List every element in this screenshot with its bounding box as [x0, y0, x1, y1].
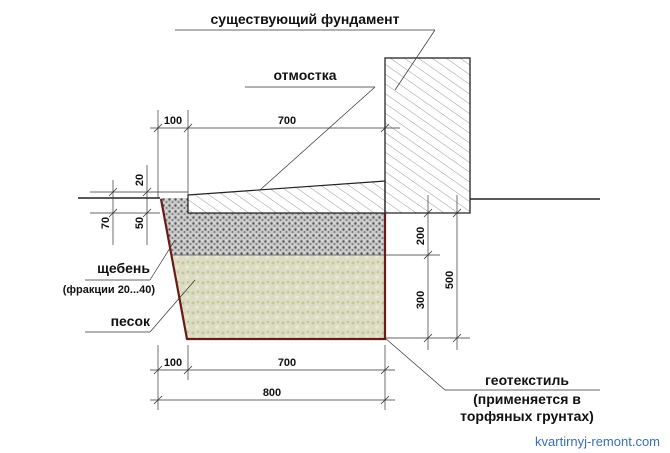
existing-foundation: [384, 57, 471, 214]
dim-right-500: 500: [444, 271, 456, 289]
label-geotextile: геотекстиль: [485, 372, 569, 388]
dim-top-100: 100: [164, 115, 182, 127]
dim-bottom-800: 800: [263, 387, 281, 399]
label-sand: песок: [111, 313, 151, 329]
dim-bottom-100: 100: [164, 357, 182, 369]
label-existing-foundation: существующий фундамент: [211, 11, 400, 27]
sand-layer: [171, 255, 385, 338]
extension-lines: [90, 58, 470, 410]
label-gravel-fraction: (фракции 20...40): [63, 284, 156, 296]
dim-bottom-700: 700: [278, 357, 296, 369]
geotextile-line: [159, 198, 387, 341]
dim-left-20: 20: [134, 174, 146, 186]
watermark: kvartirnyj-remont.com: [535, 434, 660, 449]
gravel-layer: [160, 198, 385, 255]
blind-area: [187, 180, 386, 214]
label-geotextile-note-2: торфяных грунтах): [460, 408, 594, 424]
dim-top-700: 700: [278, 115, 296, 127]
label-geotextile-note-1: (применяется в: [473, 391, 581, 407]
leader-lines: [85, 29, 600, 391]
dim-left-50: 50: [134, 217, 146, 229]
label-blind-area: отмостка: [273, 67, 336, 83]
dim-right-300: 300: [415, 291, 427, 309]
label-gravel: щебень: [97, 260, 150, 276]
dimension-ticks: [108, 123, 462, 405]
dim-right-200: 200: [415, 227, 427, 245]
dim-left-70: 70: [100, 217, 112, 229]
